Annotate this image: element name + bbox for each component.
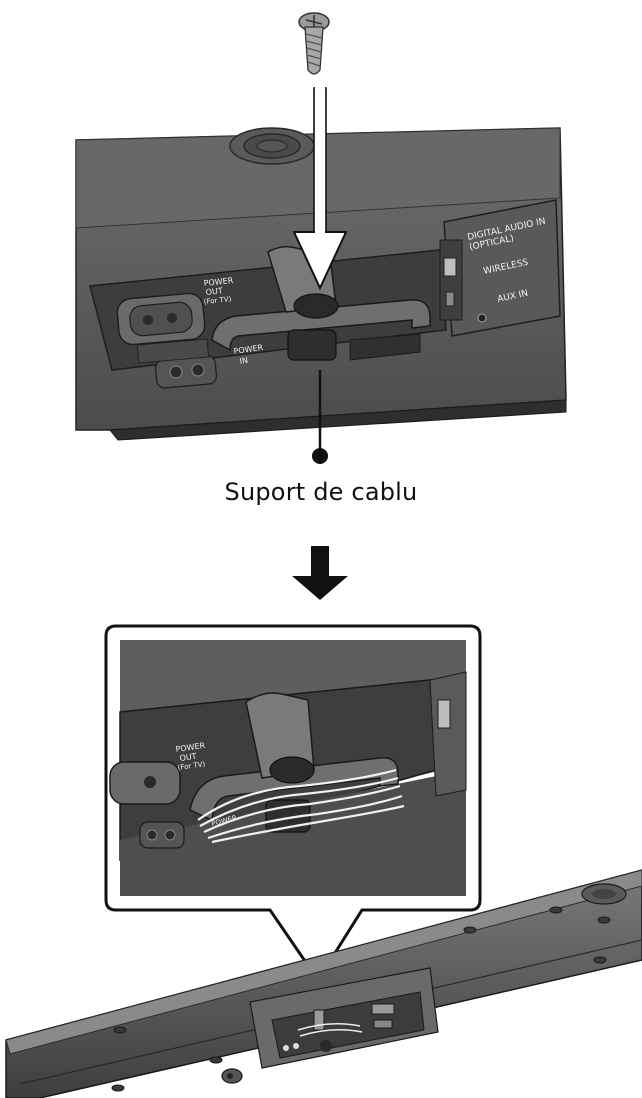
wrapped-cables — [197, 768, 405, 844]
bar-foot-icon — [581, 883, 627, 905]
svg-text:IN: IN — [239, 356, 249, 366]
aux-port-icon — [477, 313, 487, 323]
svg-text:OUT: OUT — [179, 752, 197, 763]
insert-arrow-icon — [292, 86, 348, 291]
svg-text:(For TV): (For TV) — [177, 760, 206, 772]
callout-leader — [312, 370, 328, 464]
down-arrow-icon — [292, 546, 348, 600]
soundbar — [5, 869, 642, 1098]
power-in-socket-icon — [154, 355, 218, 389]
side-port-panel: DIGITAL AUDIO IN (OPTICAL) WIRELESS AUX … — [439, 199, 561, 337]
zoom-callout: POWER OUT (For TV) POWER — [104, 624, 482, 983]
bar-port-icon — [221, 1068, 243, 1084]
zoom-power-out-label: POWER — [175, 741, 206, 754]
zoom-panel: POWER OUT (For TV) POWER — [109, 640, 467, 896]
cable-holder-caption: Suport de cablu — [224, 478, 418, 506]
power-out-socket-icon — [116, 292, 206, 346]
zoom-power-out-socket-icon — [109, 761, 181, 805]
svg-text:POWER: POWER — [233, 343, 264, 356]
power-out-label: POWER OUT (For TV) — [203, 276, 234, 306]
screw-icon — [298, 12, 330, 75]
power-in-label: POWER IN — [233, 343, 264, 366]
svg-text:POWER: POWER — [203, 276, 234, 288]
usb-port-icon — [445, 291, 455, 307]
bar-screw-hole-icon — [111, 906, 611, 1092]
svg-text:OUT: OUT — [205, 286, 223, 297]
zoom-cable-holder — [189, 692, 399, 833]
zoom-power-in-socket-icon — [139, 821, 185, 849]
svg-text:(For TV): (For TV) — [203, 295, 232, 306]
optical-port-icon — [443, 257, 457, 277]
zoom-optical-port-icon — [437, 699, 451, 729]
bar-connector-area — [249, 967, 439, 1069]
rubber-foot-icon — [229, 127, 315, 165]
